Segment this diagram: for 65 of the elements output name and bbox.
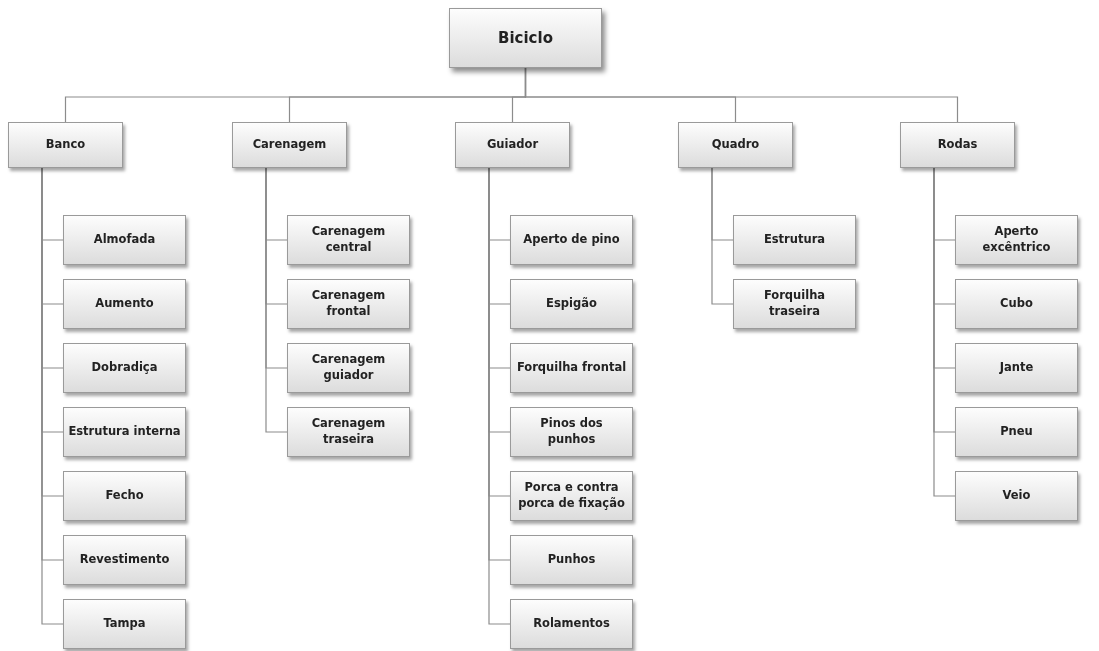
part-label: Estrutura interna bbox=[68, 424, 181, 440]
root-box bbox=[449, 8, 602, 68]
part-box bbox=[63, 599, 186, 649]
part-label: Dobradiça bbox=[91, 360, 158, 376]
part-label: Aperto excêntrico bbox=[981, 224, 1052, 256]
part-box bbox=[63, 279, 186, 329]
part-box bbox=[63, 343, 186, 393]
part-label: Carenagem bbox=[252, 137, 327, 153]
part-box bbox=[510, 535, 633, 585]
part-box bbox=[287, 343, 410, 393]
part-box bbox=[63, 471, 186, 521]
part-box bbox=[455, 122, 570, 168]
part-label: Cubo bbox=[1000, 296, 1033, 312]
part-box bbox=[287, 279, 410, 329]
part-box bbox=[287, 215, 410, 265]
part-label: Veio bbox=[1002, 488, 1031, 504]
part-label: Punhos bbox=[547, 552, 596, 568]
part-box bbox=[63, 215, 186, 265]
part-label: Aumento bbox=[95, 296, 154, 312]
connector-line bbox=[711, 167, 734, 305]
part-label: Jante bbox=[999, 360, 1034, 376]
part-label: Aperto de pino bbox=[523, 232, 620, 248]
part-box bbox=[8, 122, 123, 168]
part-box bbox=[955, 279, 1078, 329]
part-box bbox=[955, 407, 1078, 457]
part-box bbox=[510, 471, 633, 521]
part-box bbox=[287, 407, 410, 457]
part-label: Fecho bbox=[105, 488, 144, 504]
connector-line bbox=[524, 67, 959, 123]
connector-line bbox=[265, 167, 288, 433]
part-box bbox=[900, 122, 1015, 168]
part-label: Almofada bbox=[93, 232, 156, 248]
part-box bbox=[510, 343, 633, 393]
part-label: Estrutura bbox=[763, 232, 826, 248]
part-label: Banco bbox=[45, 137, 86, 153]
part-label: Rolamentos bbox=[533, 616, 610, 632]
part-box bbox=[232, 122, 347, 168]
part-box bbox=[733, 279, 856, 329]
part-box bbox=[955, 471, 1078, 521]
part-box bbox=[510, 407, 633, 457]
part-box bbox=[733, 215, 856, 265]
part-label: Revestimento bbox=[79, 552, 170, 568]
part-label: Biciclo bbox=[498, 27, 553, 49]
part-label: Porca e contra porca de fixação bbox=[517, 480, 626, 512]
part-label: Forquilha traseira bbox=[762, 288, 827, 320]
part-box bbox=[510, 279, 633, 329]
part-label: Forquilha frontal bbox=[516, 360, 627, 376]
part-box bbox=[63, 407, 186, 457]
part-label: Carenagem frontal bbox=[310, 288, 387, 320]
part-box bbox=[510, 215, 633, 265]
part-label: Rodas bbox=[937, 137, 978, 153]
part-label: Carenagem traseira bbox=[310, 416, 387, 448]
part-box bbox=[63, 535, 186, 585]
part-label: Carenagem central bbox=[310, 224, 387, 256]
part-box bbox=[955, 343, 1078, 393]
part-label: Carenagem guiador bbox=[310, 352, 387, 384]
part-box bbox=[678, 122, 793, 168]
part-box bbox=[955, 215, 1078, 265]
part-box bbox=[510, 599, 633, 649]
part-label: Guiador bbox=[486, 137, 539, 153]
part-label: Pinos dos punhos bbox=[539, 416, 604, 448]
part-label: Quadro bbox=[711, 137, 760, 153]
part-label: Tampa bbox=[103, 616, 146, 632]
part-label: Espigão bbox=[546, 296, 597, 312]
part-label: Pneu bbox=[1000, 424, 1033, 440]
